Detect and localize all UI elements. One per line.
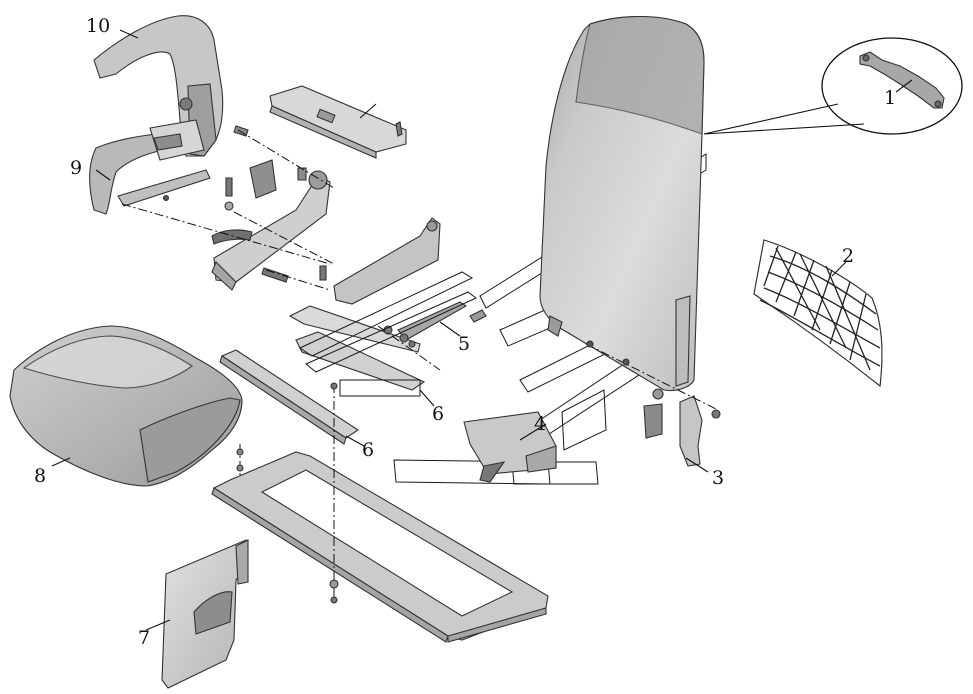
callout-labels: 10 9 1 2 3 4 5 6 6 7 8: [34, 15, 896, 649]
callout-8: 8: [34, 465, 46, 487]
seat-cushion-part: [9, 325, 243, 487]
hinge-bracket: [288, 217, 441, 391]
callout-4: 4: [534, 413, 546, 435]
leader-lines: [51, 29, 913, 631]
callout-3: 3: [712, 467, 724, 489]
armrest-frame-part: [89, 15, 224, 215]
adjuster-rod-part: [383, 301, 487, 348]
callout-6-upper: 6: [432, 403, 444, 425]
upper-slide-rail: [269, 85, 407, 159]
callout-2: 2: [842, 245, 854, 267]
seat-slide-rail-part: [219, 349, 359, 445]
side-trim-panel-part: [161, 539, 249, 689]
callout-10: 10: [86, 15, 110, 37]
callout-7: 7: [138, 627, 150, 649]
backrest-shell-part: [539, 15, 705, 392]
storage-net-part: [753, 239, 883, 388]
detail-bubble: [703, 37, 963, 135]
assembly-axis-lines: [121, 129, 719, 604]
axis-hardware: [162, 194, 630, 604]
callout-5: 5: [458, 333, 470, 355]
callout-9: 9: [70, 157, 82, 179]
seat-base-frame-part: [211, 451, 549, 643]
belt-latch-part: [643, 388, 721, 467]
callout-6-lower: 6: [362, 439, 374, 461]
recliner-mechanism: [211, 125, 331, 291]
callout-1: 1: [884, 87, 896, 109]
lumbar-pad-part: [463, 411, 557, 483]
